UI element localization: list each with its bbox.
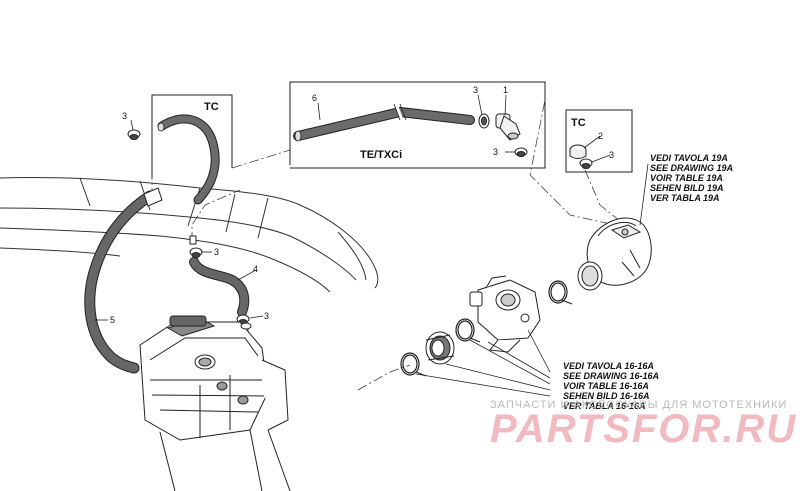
- callout-3-hose4-top: 3: [214, 247, 219, 257]
- intake-clamp-left: [400, 352, 427, 377]
- clamp-3-tc-right: [579, 158, 593, 169]
- engine-head: [139, 315, 291, 491]
- ref-16a-line-4: SEHEN BILD 16-16A: [563, 391, 650, 401]
- callout-3-tc-right: 3: [609, 150, 614, 160]
- ref-19a-line-5: VER TABLA 19A: [650, 193, 720, 203]
- watermark-tagline: ЗАПЧАСТИ И АКСЕССУАРЫ ДЛЯ МОТОТЕХНИКИ: [490, 399, 787, 411]
- intake-clamp-right: [548, 280, 573, 305]
- watermark-brand: PARTSFOR.RU: [490, 407, 797, 451]
- callout-3-te-top: 3: [473, 85, 478, 95]
- frame-outline: [0, 177, 379, 293]
- ref-19a-line-2: SEE DRAWING 19A: [650, 163, 733, 173]
- callout-1: 1: [503, 85, 508, 95]
- ref-19a-line-1: VEDI TAVOLA 19A: [650, 153, 728, 163]
- clamp-3-te: [478, 113, 490, 129]
- cap-2: [569, 144, 587, 159]
- callout-2: 2: [598, 131, 603, 141]
- callout-3-te-bottom: 3: [493, 147, 498, 157]
- variant-label-tc-right: TC: [571, 117, 586, 129]
- reference-16-16a: VEDI TAVOLA 16-16A SEE DRAWING 16-16A VO…: [563, 361, 659, 411]
- intake-manifold: [425, 331, 455, 365]
- airbox-cover: [577, 217, 652, 291]
- variant-label-tc-left: TC: [204, 101, 219, 113]
- clamp-3-te-lower: [514, 147, 528, 157]
- variant-label-te-txci: TE/TXCi: [360, 149, 402, 161]
- callout-leaders: [94, 94, 649, 397]
- intake-clamp-mid: [455, 318, 481, 343]
- reference-19a: VEDI TAVOLA 19A SEE DRAWING 19A VOIR TAB…: [650, 153, 733, 203]
- hose-tc-left: [157, 114, 220, 205]
- variant-box-tc-right: [565, 109, 633, 173]
- frame-fitting: [143, 187, 163, 207]
- ref-19a-line-4: SEHEN BILD 19A: [650, 183, 724, 193]
- throttle-body: [469, 275, 541, 353]
- hose-4: [189, 257, 250, 317]
- clamp-3-hose4-top: [189, 247, 203, 258]
- frame-nipple: [189, 235, 197, 245]
- callout-4: 4: [253, 264, 258, 274]
- hose-5: [84, 190, 156, 374]
- ref-16a-line-3: VOIR TABLE 16-16A: [563, 381, 649, 391]
- callout-6: 6: [312, 93, 317, 103]
- variant-box-te-txci: [289, 81, 546, 169]
- hose-6: [293, 103, 475, 142]
- ref-16a-line-5: VER TABLA 16-16A: [563, 401, 646, 411]
- clamp-3-tc-left: [127, 129, 141, 140]
- variant-box-tc-left: [151, 94, 233, 178]
- callout-3-hose4-bottom: 3: [264, 311, 269, 321]
- ref-19a-line-3: VOIR TABLE 19A: [650, 173, 723, 183]
- callout-5: 5: [110, 315, 115, 325]
- elbow-fitting-1: [495, 113, 521, 141]
- callout-3-tc-left: 3: [122, 111, 127, 121]
- ref-16a-line-1: VEDI TAVOLA 16-16A: [563, 361, 654, 371]
- ref-16a-line-2: SEE DRAWING 16-16A: [563, 371, 659, 381]
